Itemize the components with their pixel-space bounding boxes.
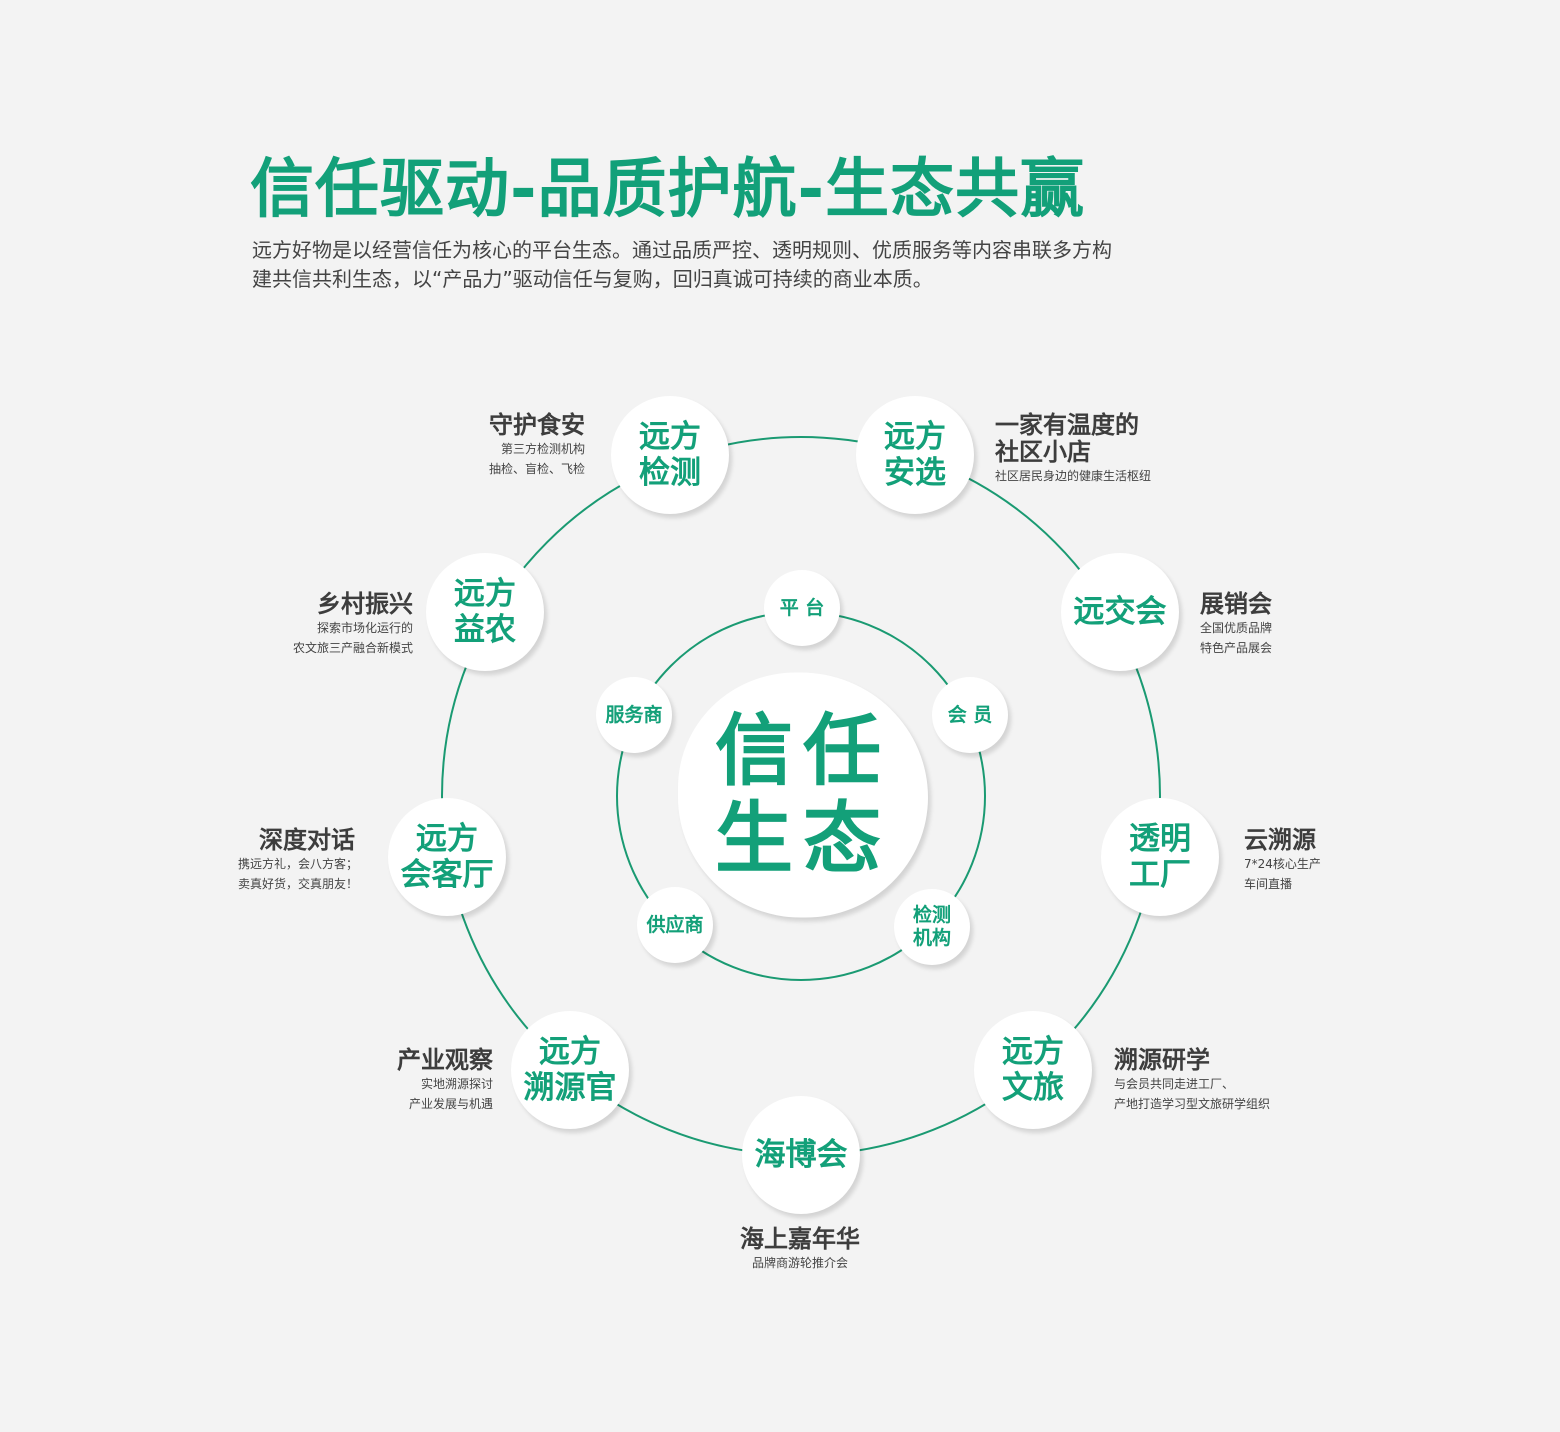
label-sub: 7*24核心生产 bbox=[1244, 857, 1321, 871]
label-sub: 与会员共同走进工厂、 bbox=[1114, 1077, 1235, 1091]
label-industry-observation: 产业观察 实地溯源探讨 产业发展与机遇 bbox=[397, 1047, 493, 1114]
node-label: 会客厅 bbox=[400, 857, 494, 893]
label-sub: 抽检、盲检、飞检 bbox=[488, 462, 585, 476]
outer-node-lounge[interactable]: 远方会客厅 bbox=[388, 798, 506, 916]
label-heading: 云溯源 bbox=[1244, 826, 1316, 854]
outer-node-traceability-officer[interactable]: 远方溯源官 bbox=[511, 1011, 629, 1129]
node-label: 远方 bbox=[416, 821, 478, 857]
node-label: 检测 bbox=[639, 455, 701, 491]
node-label: 远方 bbox=[639, 419, 701, 455]
label-heading: 乡村振兴 bbox=[317, 590, 413, 618]
label-sub: 车间直播 bbox=[1244, 877, 1293, 891]
node-label: 服务商 bbox=[605, 703, 663, 726]
inner-node-testing-agency[interactable]: 检测机构 bbox=[894, 889, 970, 965]
page-title: 信任驱动-品质护航-生态共赢 bbox=[250, 153, 1086, 227]
label-sub: 第三方检测机构 bbox=[500, 442, 585, 456]
label-sub: 全国优质品牌 bbox=[1200, 621, 1273, 635]
label-sub: 农文旅三产融合新模式 bbox=[292, 641, 413, 655]
center-node-trust-ecosystem: 信任生态 bbox=[678, 672, 928, 918]
label-food-safety: 守护食安 第三方检测机构 抽检、盲检、飞检 bbox=[489, 412, 585, 479]
outer-node-testing[interactable]: 远方检测 bbox=[611, 396, 729, 514]
node-label: 会 员 bbox=[947, 703, 993, 726]
inner-node-service-provider[interactable]: 服务商 bbox=[596, 677, 672, 753]
outer-node-sea-expo[interactable]: 海博会 bbox=[742, 1096, 860, 1214]
node-label: 安选 bbox=[884, 455, 946, 491]
node-label: 远交会 bbox=[1073, 594, 1167, 630]
node-label: 透明 bbox=[1129, 821, 1191, 857]
node-label: 工厂 bbox=[1129, 857, 1191, 893]
intro-text: 远方好物是以经营信任为核心的平台生态。通过品质严控、透明规则、优质服务等内容串联… bbox=[252, 238, 1112, 291]
label-sub: 特色产品展会 bbox=[1200, 641, 1273, 655]
node-label: 远方 bbox=[454, 576, 516, 612]
label-heading: 深度对话 bbox=[259, 826, 356, 854]
node-label: 文旅 bbox=[1002, 1070, 1064, 1106]
label-sub: 携远方礼，会八方客； bbox=[238, 857, 359, 871]
label-heading: 一家有温度的 bbox=[995, 411, 1139, 439]
label-study-tour: 溯源研学 与会员共同走进工厂、 产地打造学习型文旅研学组织 bbox=[1114, 1047, 1270, 1114]
label-deep-dialogue: 深度对话 携远方礼，会八方客； 卖真好货，交真朋友！ bbox=[238, 827, 358, 894]
label-sub: 品牌商游轮推介会 bbox=[751, 1256, 848, 1270]
label-heading: 海上嘉年华 bbox=[740, 1225, 860, 1253]
outer-node-selection[interactable]: 远方安选 bbox=[856, 396, 974, 514]
node-label: 检测 bbox=[912, 904, 951, 926]
inner-node-supplier[interactable]: 供应商 bbox=[637, 887, 713, 963]
label-sub: 社区居民身边的健康生活枢纽 bbox=[995, 469, 1152, 483]
outer-node-cultural-tourism[interactable]: 远方文旅 bbox=[974, 1011, 1092, 1129]
inner-node-platform[interactable]: 平 台 bbox=[764, 570, 840, 646]
node-label: 平 台 bbox=[779, 596, 825, 619]
label-heading: 社区小店 bbox=[995, 438, 1091, 466]
center-line1: 信任 bbox=[714, 706, 891, 796]
label-cloud-trace: 云溯源 7*24核心生产 车间直播 bbox=[1244, 827, 1321, 894]
label-rural-revitalization: 乡村振兴 探索市场化运行的 农文旅三产融合新模式 bbox=[293, 591, 413, 658]
label-sub: 产业发展与机遇 bbox=[408, 1097, 493, 1111]
label-heading: 产业观察 bbox=[397, 1046, 493, 1074]
node-label: 海博会 bbox=[754, 1137, 848, 1173]
node-label: 益农 bbox=[454, 612, 516, 648]
node-label: 溯源官 bbox=[523, 1070, 617, 1106]
label-heading: 展销会 bbox=[1200, 590, 1272, 618]
node-label: 供应商 bbox=[646, 913, 704, 936]
label-exhibition: 展销会 全国优质品牌 特色产品展会 bbox=[1200, 591, 1272, 658]
label-heading: 守护食安 bbox=[489, 411, 585, 439]
outer-node-expo[interactable]: 远交会 bbox=[1061, 553, 1179, 671]
node-label: 机构 bbox=[912, 927, 951, 949]
outer-node-agriculture[interactable]: 远方益农 bbox=[426, 553, 544, 671]
label-sub: 卖真好货，交真朋友！ bbox=[238, 877, 359, 891]
label-sea-carnival: 海上嘉年华 品牌商游轮推介会 bbox=[700, 1226, 900, 1273]
label-sub: 产地打造学习型文旅研学组织 bbox=[1114, 1097, 1271, 1111]
node-label: 远方 bbox=[539, 1034, 601, 1070]
node-label: 远方 bbox=[1002, 1034, 1064, 1070]
outer-node-transparent-factory[interactable]: 透明工厂 bbox=[1101, 798, 1219, 916]
label-sub: 实地溯源探讨 bbox=[420, 1077, 493, 1091]
node-label: 远方 bbox=[884, 419, 946, 455]
label-community-store: 一家有温度的 社区小店 社区居民身边的健康生活枢纽 bbox=[995, 412, 1151, 486]
inner-node-member[interactable]: 会 员 bbox=[932, 677, 1008, 753]
label-sub: 探索市场化运行的 bbox=[316, 621, 413, 635]
center-line2: 生态 bbox=[714, 794, 891, 884]
label-heading: 溯源研学 bbox=[1114, 1046, 1210, 1074]
